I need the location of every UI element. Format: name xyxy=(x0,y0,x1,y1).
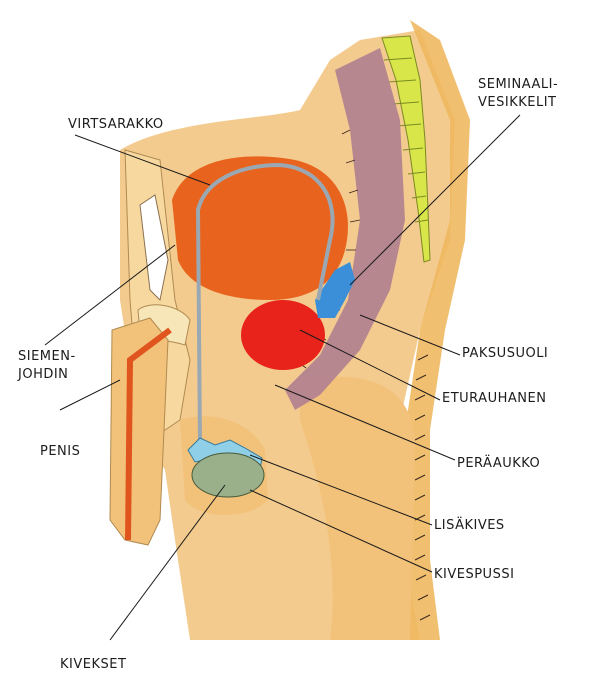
label-colon: PAKSUSUOLI xyxy=(462,346,548,361)
label-testes: KIVEKSET xyxy=(60,657,126,672)
label-scrotum: KIVESPUSSI xyxy=(434,567,514,582)
label-penis: PENIS xyxy=(40,444,80,459)
label-bladder: VIRTSARAKKO xyxy=(68,117,164,132)
label-prostate: ETURAUHANEN xyxy=(442,391,546,406)
label-anus: PERÄAUKKO xyxy=(457,455,540,471)
label-vas-deferens-2: JOHDIN xyxy=(17,367,68,382)
label-seminal-vesicles-2: VESIKKELIT xyxy=(478,95,556,110)
label-seminal-vesicles-1: SEMINAALI- xyxy=(478,77,558,92)
label-epididymis: LISÄKIVES xyxy=(434,517,505,533)
label-vas-deferens-1: SIEMEN- xyxy=(18,349,76,364)
prostate-shape xyxy=(241,300,325,370)
testis-shape xyxy=(192,453,264,497)
